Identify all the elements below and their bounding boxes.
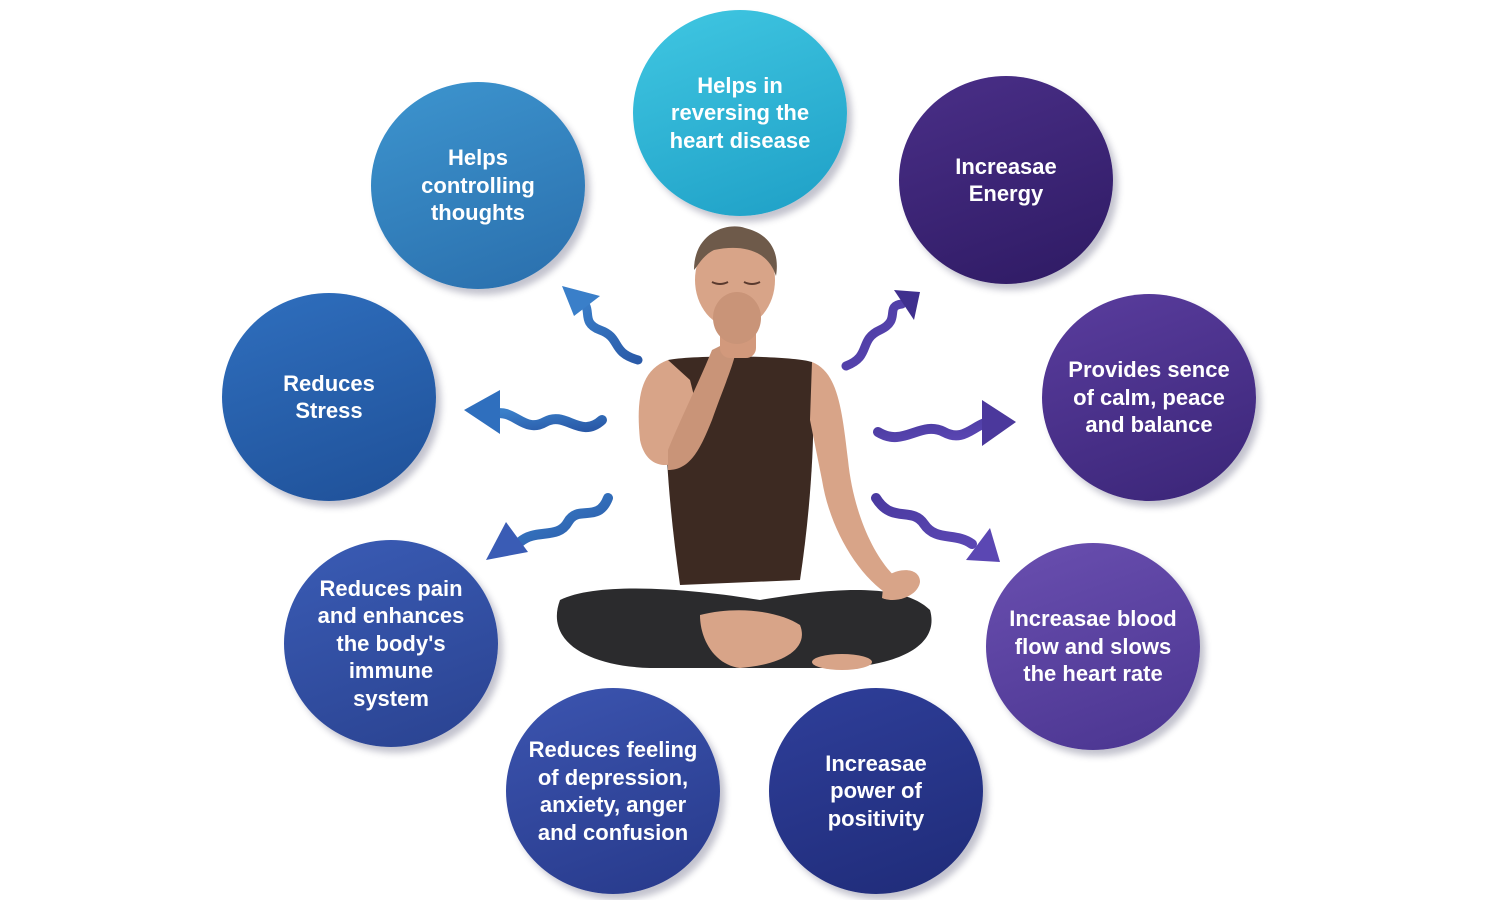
benefit-bubble-immune: Reduces pain and enhances the body's imm… bbox=[284, 540, 498, 747]
benefit-bubble-heart-disease: Helps in reversing the heart disease bbox=[633, 10, 847, 216]
wavy-arrow-icon bbox=[464, 390, 607, 434]
wavy-arrow-icon bbox=[871, 493, 1000, 562]
benefit-bubble-depression: Reduces feeling of depression, anxiety, … bbox=[506, 688, 720, 894]
benefit-bubble-blood-flow: Increasae blood flow and slows the heart… bbox=[986, 543, 1200, 750]
wavy-arrow-icon bbox=[873, 400, 1016, 446]
benefit-bubble-energy: Increasae Energy bbox=[899, 76, 1113, 284]
benefit-bubble-positivity: Increasae power of positivity bbox=[769, 688, 983, 894]
wavy-arrow-icon bbox=[562, 286, 643, 365]
wavy-arrow-icon bbox=[841, 290, 920, 371]
wavy-arrow-icon bbox=[486, 493, 613, 560]
benefit-bubble-stress: Reduces Stress bbox=[222, 293, 436, 501]
benefit-bubble-thoughts: Helps controlling thoughts bbox=[371, 82, 585, 289]
benefit-bubble-calm: Provides sence of calm, peace and balanc… bbox=[1042, 294, 1256, 501]
